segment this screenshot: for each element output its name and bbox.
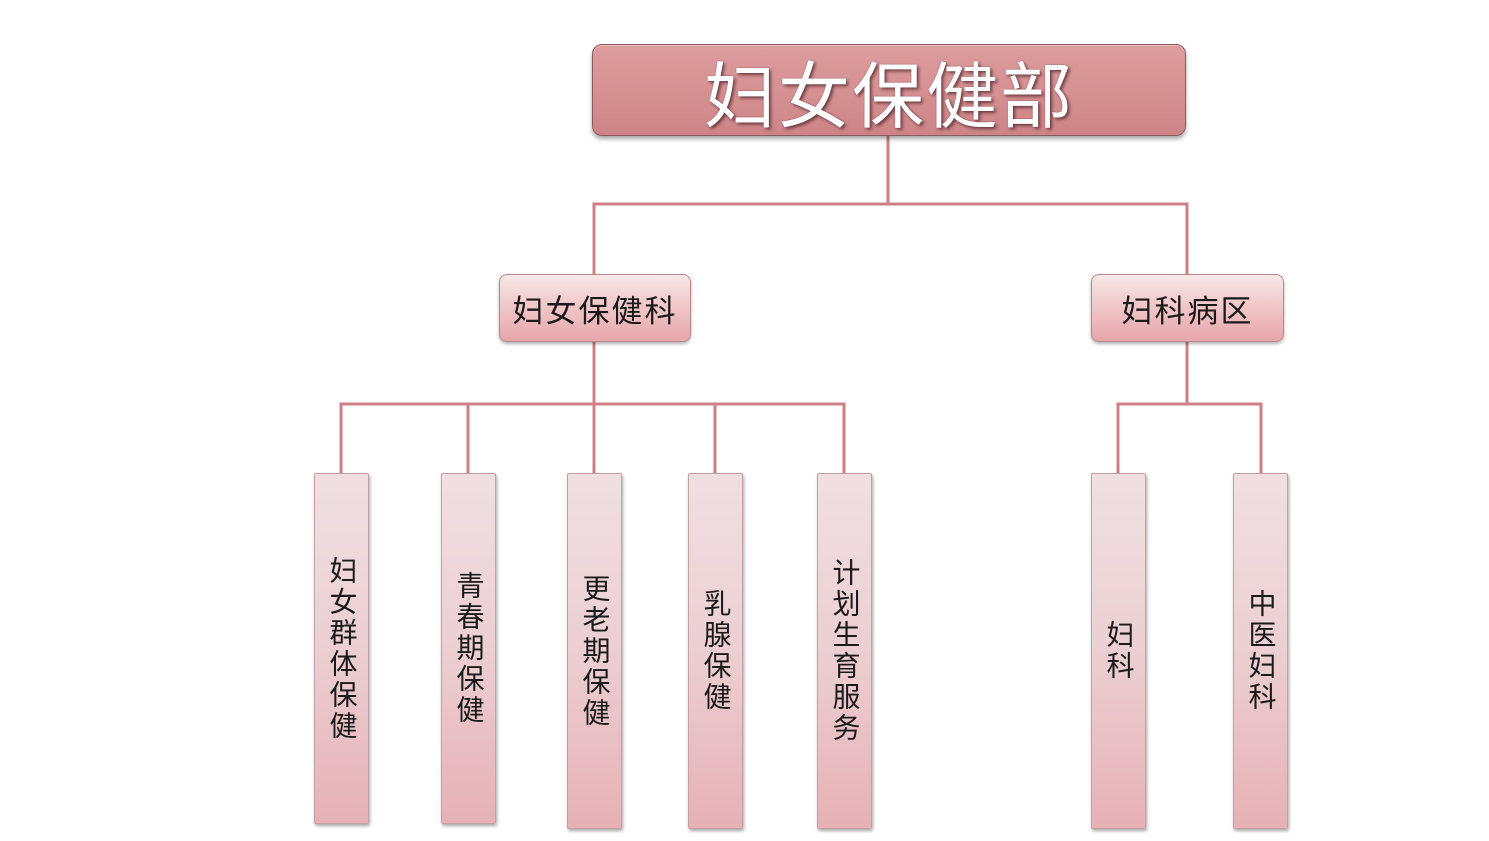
unit-node-label: 青春期保健 <box>452 571 486 726</box>
unit-node-family-planning: 计划生育服务 <box>817 473 872 829</box>
unit-node-label: 妇女群体保健 <box>325 555 359 742</box>
department-node-label: 妇女保健科 <box>512 293 678 330</box>
department-node-label: 妇科病区 <box>1121 293 1254 330</box>
department-node-gynecology-ward: 妇科病区 <box>1091 274 1284 342</box>
unit-node-label: 中医妇科 <box>1244 589 1278 713</box>
root-node-label: 妇女保健部 <box>703 54 1074 139</box>
unit-node-label: 更老期保健 <box>578 573 612 729</box>
unit-node-label: 计划生育服务 <box>828 558 862 744</box>
unit-node-gynecology: 妇科 <box>1091 473 1146 829</box>
root-node: 妇女保健部 <box>592 44 1186 139</box>
department-node-women-health-section: 妇女保健科 <box>499 274 691 342</box>
unit-node-label: 妇科 <box>1102 620 1136 682</box>
unit-node-menopause-health: 更老期保健 <box>567 473 622 829</box>
unit-node-tcm-gynecology: 中医妇科 <box>1233 473 1288 829</box>
unit-node-breast-health: 乳腺保健 <box>688 473 743 829</box>
unit-node-women-group-health: 妇女群体保健 <box>314 473 369 824</box>
unit-node-adolescent-health: 青春期保健 <box>441 473 496 824</box>
unit-node-label: 乳腺保健 <box>699 589 733 713</box>
